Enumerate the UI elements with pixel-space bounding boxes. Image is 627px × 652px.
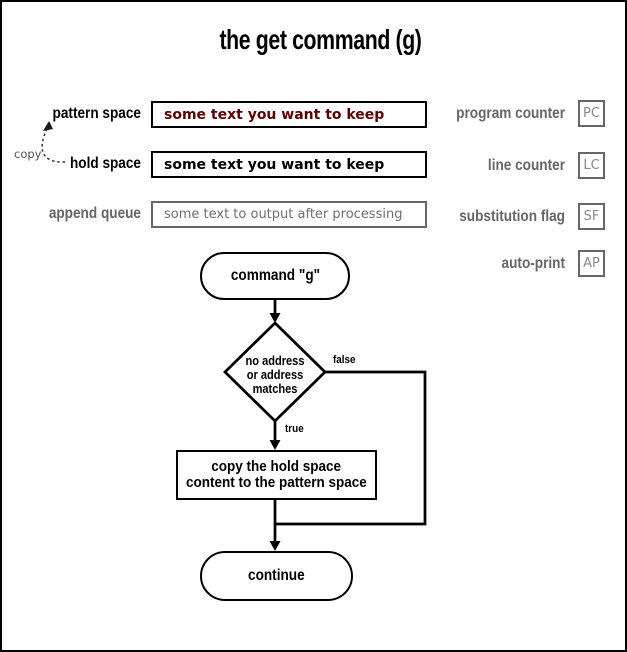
- true-branch-label: true: [285, 423, 304, 435]
- page-title: the get command (g): [219, 24, 422, 55]
- pattern-space-box: some text you want to keep: [151, 101, 427, 128]
- arrow-down-icon: [269, 440, 281, 450]
- line-counter-label: line counter: [487, 157, 565, 174]
- append-queue-label: append queue: [48, 205, 141, 222]
- start-label: command "g": [230, 267, 320, 284]
- substitution-flag-label: substitution flag: [459, 208, 565, 225]
- arrow-down-icon: [269, 313, 281, 323]
- pattern-space-value: some text you want to keep: [164, 106, 385, 123]
- program-counter-box: PC: [578, 100, 605, 127]
- program-counter-label: program counter: [456, 105, 565, 122]
- auto-print-label: auto-print: [501, 255, 565, 272]
- process-line-1: copy the hold space: [211, 458, 342, 475]
- process-box: copy the hold space content to the patte…: [176, 450, 377, 500]
- append-queue-value: some text to output after processing: [164, 207, 403, 222]
- substitution-flag-box: SF: [578, 203, 605, 230]
- hold-space-box: some text you want to keep: [151, 151, 427, 178]
- append-queue-box: some text to output after processing: [151, 201, 427, 228]
- program-counter-value: PC: [583, 106, 600, 121]
- auto-print-box: AP: [578, 250, 605, 277]
- substitution-flag-value: SF: [583, 209, 600, 224]
- end-label: continue: [248, 567, 305, 584]
- auto-print-value: AP: [583, 256, 600, 271]
- copy-label: copy: [14, 147, 42, 161]
- end-terminal: continue: [200, 551, 353, 601]
- decision-line: or address: [246, 367, 304, 382]
- decision-line: no address: [245, 353, 305, 368]
- start-terminal: command "g": [200, 252, 350, 300]
- pattern-space-label: pattern space: [52, 105, 141, 122]
- hold-space-label: hold space: [69, 155, 141, 172]
- line-counter-value: LC: [583, 158, 600, 173]
- arrow-down-icon: [269, 541, 281, 551]
- hold-space-value: some text you want to keep: [164, 156, 385, 173]
- process-line-2: content to the pattern space: [186, 474, 367, 491]
- line-counter-box: LC: [578, 152, 605, 179]
- decision-line: matches: [252, 381, 298, 396]
- decision-text: no address or address matches: [224, 354, 326, 396]
- false-branch-label: false: [333, 354, 356, 366]
